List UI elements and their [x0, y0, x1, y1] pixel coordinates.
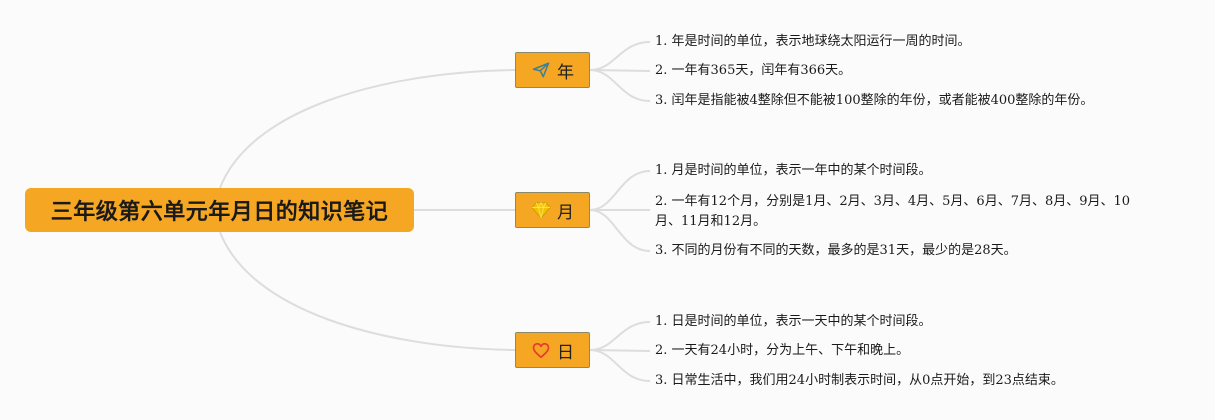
leaf-month-2: 2. 一年有12个月，分别是1月、2月、3月、4月、5月、6月、7月、8月、9月…	[655, 194, 1131, 229]
branch-month[interactable]: 月	[515, 192, 590, 228]
connector-month-1	[589, 170, 651, 211]
branch-day-label: 日	[557, 342, 574, 363]
connector-year-1	[589, 41, 651, 71]
leaf-month-3: 3. 不同的月份有不同的天数，最多的是31天，最少的是28天。	[655, 243, 1017, 258]
leaf-year-2: 2. 一年有365天，闰年有366天。	[655, 63, 852, 78]
connector-year-3	[589, 69, 651, 102]
root-topic-label: 三年级第六单元年月日的知识笔记	[50, 200, 389, 225]
leaf-month-1: 1. 月是时间的单位，表示一年中的某个时间段。	[655, 163, 932, 178]
root-topic[interactable]: 三年级第六单元年月日的知识笔记	[25, 188, 414, 232]
leaf-year-1: 1. 年是时间的单位，表示地球绕太阳运行一周的时间。	[655, 34, 971, 49]
connector-root-day	[219, 231, 516, 351]
leaf-year-3: 3. 闰年是指能被4整除但不能被100整除的年份，或者能被400整除的年份。	[655, 93, 1094, 108]
connector-day-3	[589, 349, 651, 382]
heart-icon	[531, 340, 551, 360]
connector-day-1	[589, 321, 651, 351]
leaf-day-1: 1. 日是时间的单位，表示一天中的某个时间段。	[655, 314, 932, 329]
connector-year-2	[589, 69, 651, 72]
branch-month-label: 月	[557, 202, 574, 223]
leaf-day-2: 2. 一天有24小时，分为上午、下午和晚上。	[655, 343, 910, 358]
branch-year-label: 年	[557, 62, 574, 83]
leaf-day-3: 3. 日常生活中，我们用24小时制表示时间，从0点开始，到23点结束。	[655, 373, 1064, 388]
branch-day[interactable]: 日	[515, 332, 590, 368]
connector-day-2	[589, 349, 651, 352]
diamond-icon	[531, 200, 551, 220]
paper-plane-icon	[531, 60, 551, 80]
connector-month-3	[589, 209, 651, 252]
branch-year[interactable]: 年	[515, 52, 590, 88]
connector-root-year	[219, 69, 516, 189]
